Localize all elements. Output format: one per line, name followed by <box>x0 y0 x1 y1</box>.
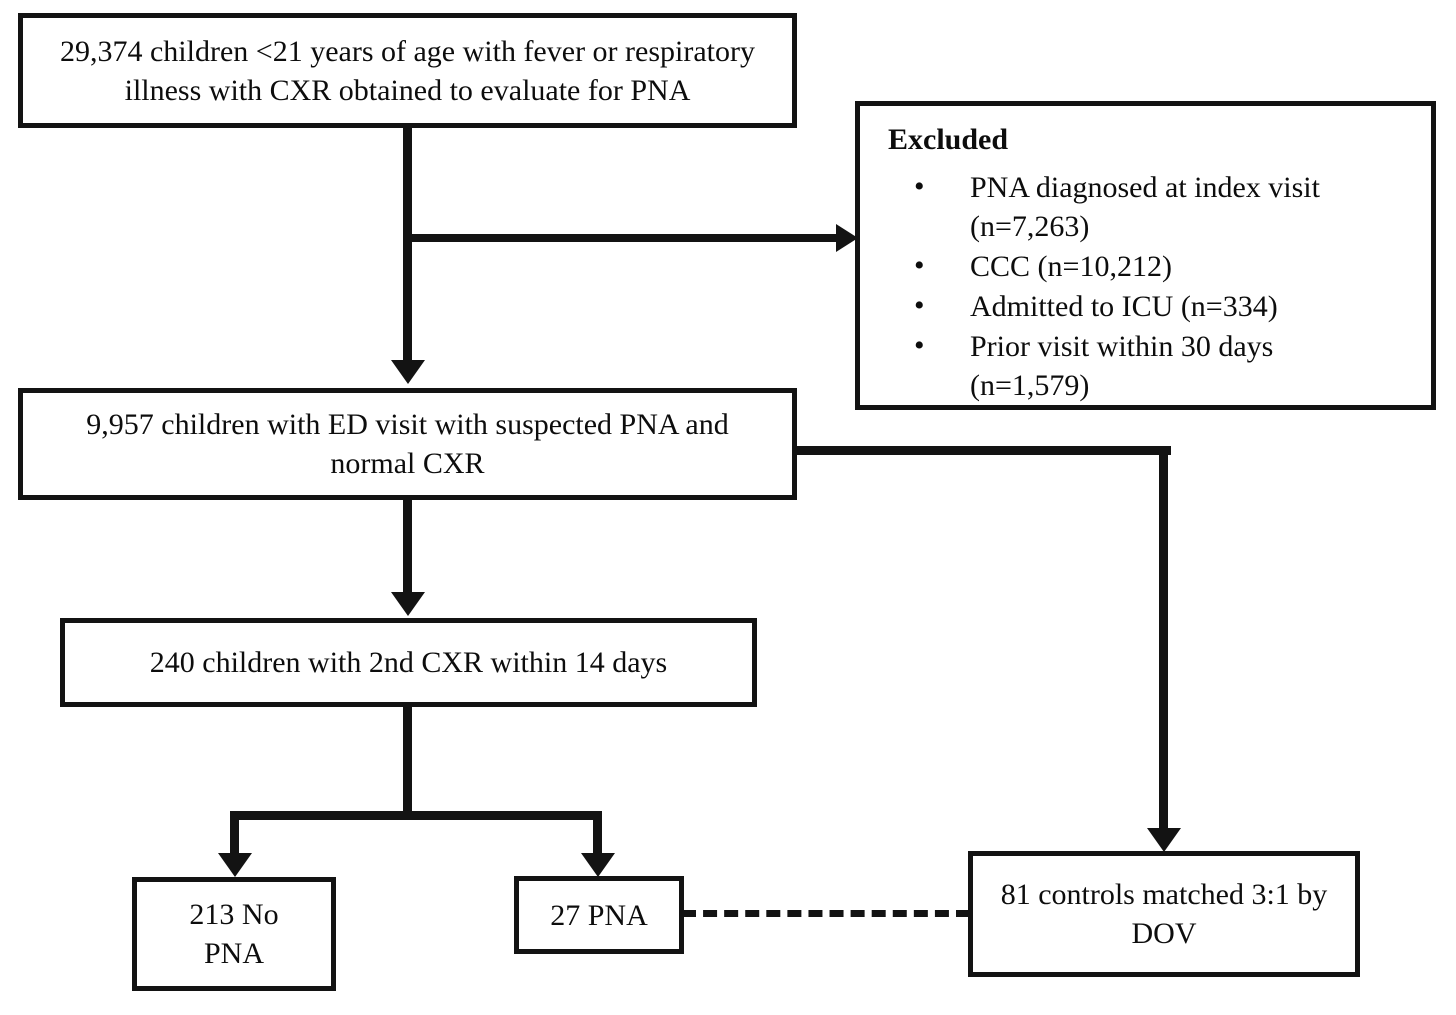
node-second-cxr-text: 240 children with 2nd CXR within 14 days <box>149 646 668 679</box>
connector-suspected-trunk <box>403 498 412 593</box>
node-cohort-text: 29,374 children <21 years of age with fe… <box>59 34 755 107</box>
list-item-text: PNA diagnosed at index visit (n=7,263) <box>970 171 1320 243</box>
node-pna-box: 27 PNA <box>514 876 684 954</box>
list-item-text: Prior visit within 30 days (n=1,579) <box>970 330 1274 402</box>
arrowhead-second-cxr-to-pna <box>581 853 615 877</box>
connector-cohort-trunk <box>403 126 412 361</box>
arrowhead-cohort-to-excluded <box>836 224 858 252</box>
connector-second-cxr-trunk <box>403 705 412 817</box>
bullet-icon: • <box>914 289 925 322</box>
list-item: • Admitted to ICU (n=334) <box>914 287 1421 326</box>
node-no-pna-box: 213 No PNA <box>132 877 336 991</box>
node-suspected-pna-box: 9,957 children with ED visit with suspec… <box>18 388 797 500</box>
arrowhead-suspected-to-controls <box>1147 828 1181 852</box>
connector-suspected-to-controls-horizontal <box>795 446 1171 455</box>
node-suspected-pna-text: 9,957 children with ED visit with suspec… <box>86 408 729 480</box>
list-item-text: CCC (n=10,212) <box>970 250 1172 283</box>
node-excluded-box: Excluded • PNA diagnosed at index visit … <box>855 101 1436 410</box>
node-controls-box: 81 controls matched 3:1 by DOV <box>968 851 1360 977</box>
list-item: • Prior visit within 30 days (n=1,579) <box>914 327 1421 405</box>
connector-pna-to-controls-dashed <box>682 910 970 917</box>
arrowhead-cohort-to-suspected <box>391 360 425 384</box>
list-item-text: Admitted to ICU (n=334) <box>970 290 1278 323</box>
connector-cohort-to-excluded <box>408 234 838 242</box>
connector-second-cxr-to-no-pna <box>230 811 239 855</box>
node-excluded-list: • PNA diagnosed at index visit (n=7,263)… <box>888 168 1421 405</box>
arrowhead-suspected-to-second-cxr <box>391 592 425 616</box>
connector-second-cxr-to-pna <box>593 811 602 855</box>
node-no-pna-text: 213 No PNA <box>189 898 279 970</box>
arrowhead-second-cxr-to-no-pna <box>218 853 252 877</box>
list-item: • CCC (n=10,212) <box>914 247 1421 286</box>
node-second-cxr-box: 240 children with 2nd CXR within 14 days <box>60 618 757 707</box>
node-controls-text: 81 controls matched 3:1 by DOV <box>1000 878 1328 950</box>
connector-suspected-to-controls-vertical <box>1159 446 1168 829</box>
node-cohort-box: 29,374 children <21 years of age with fe… <box>18 13 797 128</box>
node-excluded-title: Excluded <box>888 123 1009 156</box>
bullet-icon: • <box>914 329 925 362</box>
bullet-icon: • <box>914 170 925 203</box>
list-item: • PNA diagnosed at index visit (n=7,263) <box>914 168 1421 246</box>
bullet-icon: • <box>914 249 925 282</box>
connector-second-cxr-split-bar <box>230 811 602 820</box>
node-pna-text: 27 PNA <box>550 898 648 932</box>
